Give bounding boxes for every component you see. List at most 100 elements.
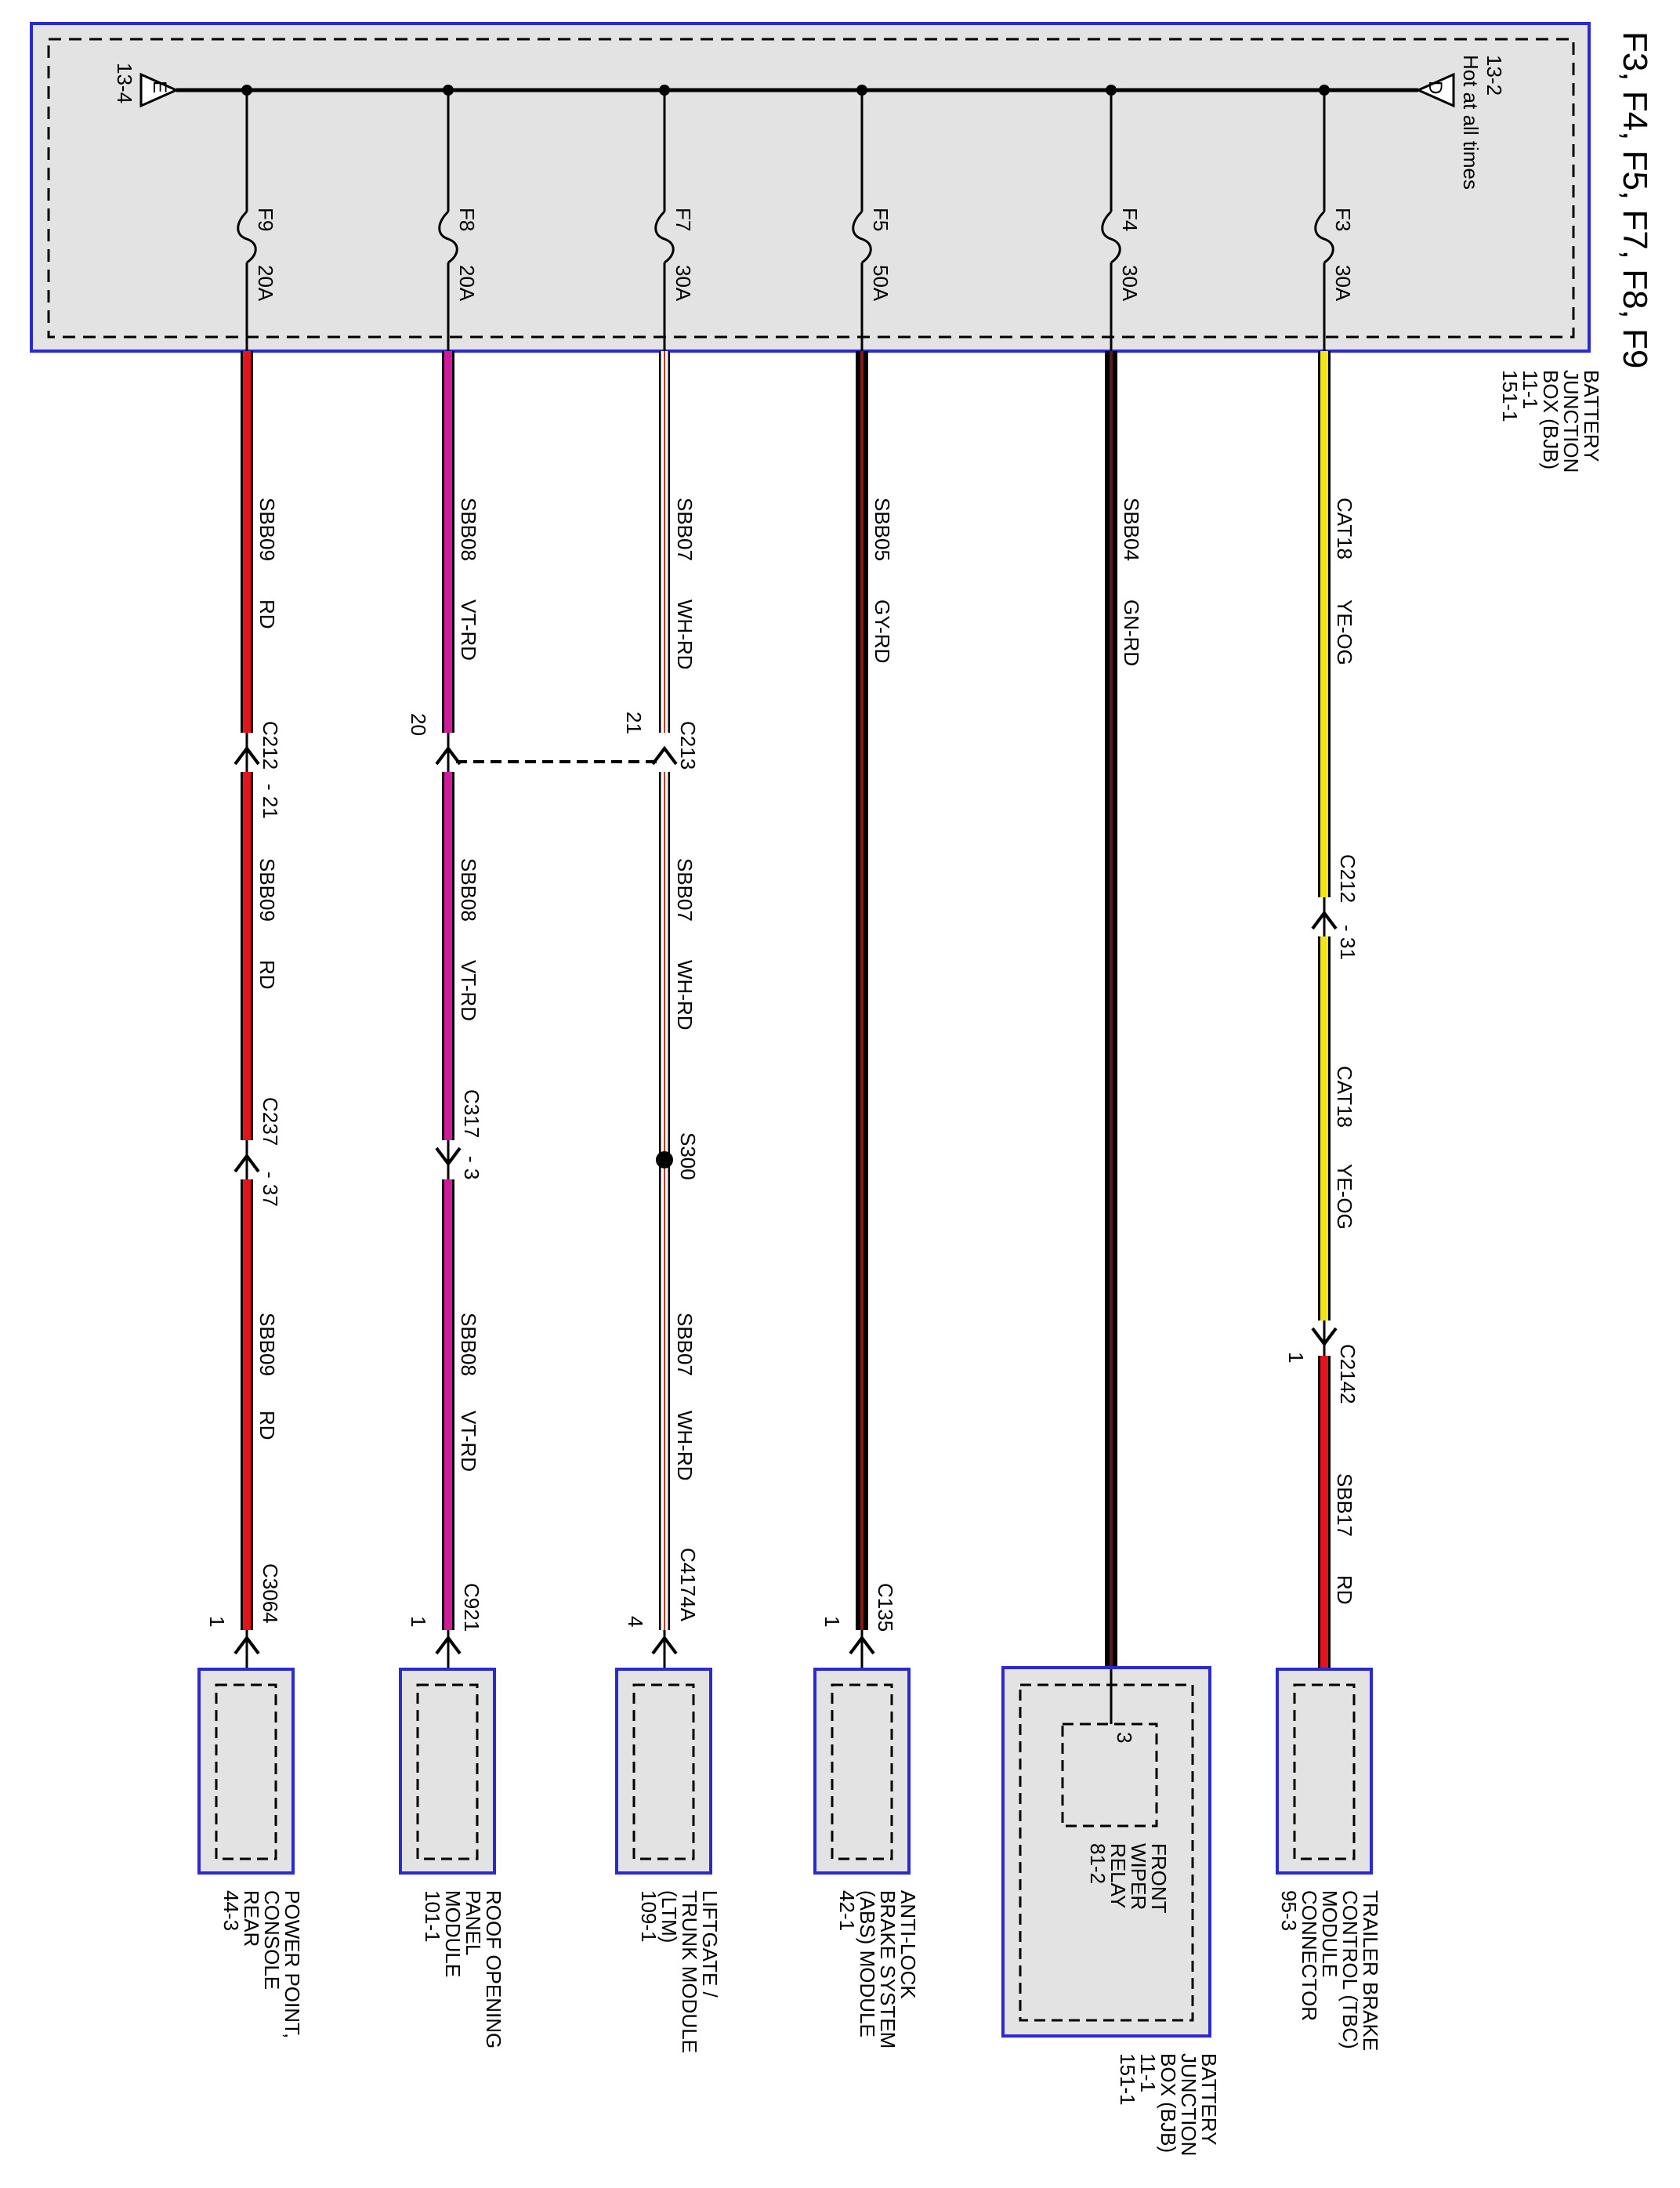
svg-text:11-1: 11-1 <box>1519 370 1542 409</box>
svg-text:CONNECTOR: CONNECTOR <box>1298 1890 1321 2021</box>
component-bjb-relay-box <box>1001 1666 1211 2038</box>
svg-text:RD: RD <box>255 960 279 990</box>
bjb-inner-dashed <box>47 38 1575 339</box>
fuse-f3-icon <box>1314 210 1334 264</box>
bjb-label: BATTERY JUNCTION BOX (BJB) 11-1 151-1 <box>1498 370 1603 473</box>
svg-text:JUNCTION: JUNCTION <box>1559 370 1583 473</box>
svg-text:11-1: 11-1 <box>1136 2053 1160 2092</box>
svg-text:C135: C135 <box>874 1583 897 1632</box>
connector-c3064: C3064 1 <box>205 1563 282 1681</box>
connector-c213-20: 20 <box>407 713 462 772</box>
svg-text:151-1: 151-1 <box>1498 370 1522 422</box>
svg-text:RD: RD <box>1333 1575 1356 1605</box>
fuse-f7-amps: 30A <box>672 265 695 302</box>
svg-text:21: 21 <box>622 712 646 734</box>
circuit-f9: F9 20A SBB09 RD SBB09 RD SBB09 RD C212 -… <box>197 85 304 2038</box>
svg-text:C213: C213 <box>676 721 700 770</box>
fuse-f5-amps: 50A <box>869 265 892 302</box>
svg-text:- 37: - 37 <box>259 1172 282 1207</box>
svg-text:TRAILER BRAKE: TRAILER BRAKE <box>1359 1890 1382 2051</box>
svg-text:ROOF OPENING: ROOF OPENING <box>482 1890 505 2049</box>
component-roof-opening-panel <box>399 1668 496 1875</box>
relay-pin: 3 <box>1113 1732 1136 1743</box>
front-wiper-relay <box>1061 1723 1158 1828</box>
fuse-f3-label: F3 <box>1331 208 1355 231</box>
svg-text:S300: S300 <box>676 1132 700 1180</box>
connector-c237-37: C237 - 37 <box>234 1097 282 1207</box>
svg-text:RELAY: RELAY <box>1106 1843 1130 1908</box>
svg-text:C237: C237 <box>259 1097 282 1146</box>
fuse-f8-icon <box>438 210 458 264</box>
svg-text:BOX (BJB): BOX (BJB) <box>1157 2053 1180 2153</box>
svg-text:101-1: 101-1 <box>421 1890 444 1943</box>
component-trailer-brake-control <box>1276 1668 1373 1875</box>
svg-text:GY-RD: GY-RD <box>871 600 894 663</box>
circuit-f3: F3 30A CAT18 YE-OG CAT18 YE-OG SBB17 RD … <box>1276 85 1382 2051</box>
fuse-f8-label: F8 <box>455 208 479 231</box>
ground-ref: 13-4 <box>113 63 136 103</box>
svg-text:POWER POINT,: POWER POINT, <box>281 1890 304 2038</box>
svg-text:D: D <box>1425 81 1446 94</box>
svg-text:BATTERY: BATTERY <box>1580 370 1603 462</box>
fuse-f9-icon <box>237 210 257 264</box>
svg-text:- 3: - 3 <box>460 1156 483 1179</box>
svg-text:20: 20 <box>407 713 430 736</box>
fuse-f5-label: F5 <box>869 208 892 231</box>
fuse-f7-icon <box>654 210 675 264</box>
svg-text:C921: C921 <box>460 1583 483 1632</box>
svg-text:C3064: C3064 <box>259 1563 282 1624</box>
svg-text:WH-RD: WH-RD <box>673 1411 697 1481</box>
svg-text:44-3: 44-3 <box>219 1890 243 1931</box>
svg-text:81-2: 81-2 <box>1086 1843 1110 1884</box>
svg-text:(ABS) MODULE: (ABS) MODULE <box>856 1890 879 2038</box>
connector-c2142: C2142 1 <box>1284 1320 1360 1404</box>
svg-text:BOX (BJB): BOX (BJB) <box>1539 370 1562 469</box>
circuit-f4: F4 30A SBB04 GN-RD 3 FRONT WIPER RELAY 8… <box>1001 85 1221 2156</box>
svg-text:BATTERY: BATTERY <box>1197 2053 1221 2146</box>
fuse-f9-label: F9 <box>254 208 277 231</box>
svg-text:SBB17: SBB17 <box>1333 1473 1356 1537</box>
svg-text:1: 1 <box>205 1616 229 1627</box>
svg-text:TRUNK MODULE: TRUNK MODULE <box>678 1890 701 2053</box>
svg-text:1: 1 <box>820 1616 844 1627</box>
svg-text:SBB07: SBB07 <box>673 858 697 922</box>
svg-text:CAT18: CAT18 <box>1333 498 1356 560</box>
svg-text:- 31: - 31 <box>1336 925 1360 960</box>
svg-text:SBB04: SBB04 <box>1120 498 1143 561</box>
fuse-f9-amps: 20A <box>254 265 277 302</box>
diagram-title: F3, F4, F5, F7, F8, F9 <box>1616 31 1654 368</box>
svg-text:YE-OG: YE-OG <box>1333 600 1356 665</box>
bjb-enclosure <box>30 22 1591 353</box>
svg-text:E: E <box>149 81 170 93</box>
svg-text:151-1: 151-1 <box>1116 2053 1139 2106</box>
fuse-f8-amps: 20A <box>455 265 479 302</box>
svg-text:C4174A: C4174A <box>676 1548 700 1622</box>
svg-text:CONTROL (TBC): CONTROL (TBC) <box>1338 1890 1362 2049</box>
svg-text:WH-RD: WH-RD <box>673 600 697 670</box>
component-power-point <box>197 1668 295 1875</box>
svg-text:4: 4 <box>624 1616 647 1627</box>
svg-text:VT-RD: VT-RD <box>457 960 480 1021</box>
connector-c921: C921 1 <box>407 1583 483 1681</box>
svg-text:SBB09: SBB09 <box>255 858 279 922</box>
svg-text:1: 1 <box>1284 1352 1308 1363</box>
svg-text:MODULE: MODULE <box>1318 1890 1341 1977</box>
svg-text:JUNCTION: JUNCTION <box>1177 2053 1200 2156</box>
fuse-f4-icon <box>1101 210 1121 264</box>
svg-text:BRAKE SYSTEM: BRAKE SYSTEM <box>876 1890 900 2049</box>
fuse-f5-icon <box>852 210 872 264</box>
component-abs-module <box>813 1668 911 1875</box>
svg-text:RD: RD <box>255 600 279 629</box>
svg-text:CONSOLE: CONSOLE <box>260 1890 284 1990</box>
source-ref: 13-2 <box>1483 55 1506 96</box>
svg-text:GN-RD: GN-RD <box>1120 600 1143 666</box>
connector-c4174a: C4174A 4 <box>624 1548 700 1681</box>
connector-c213-21: C213 21 <box>622 712 700 770</box>
svg-text:LIFTGATE /: LIFTGATE / <box>698 1890 722 1998</box>
circuit-f5: F5 50A SBB05 GY-RD C135 1 ANTI-LOCK BRAK… <box>813 85 920 2049</box>
svg-text:VT-RD: VT-RD <box>457 600 480 661</box>
svg-text:WH-RD: WH-RD <box>673 960 697 1031</box>
source-arrow-d: D <box>1415 72 1455 108</box>
